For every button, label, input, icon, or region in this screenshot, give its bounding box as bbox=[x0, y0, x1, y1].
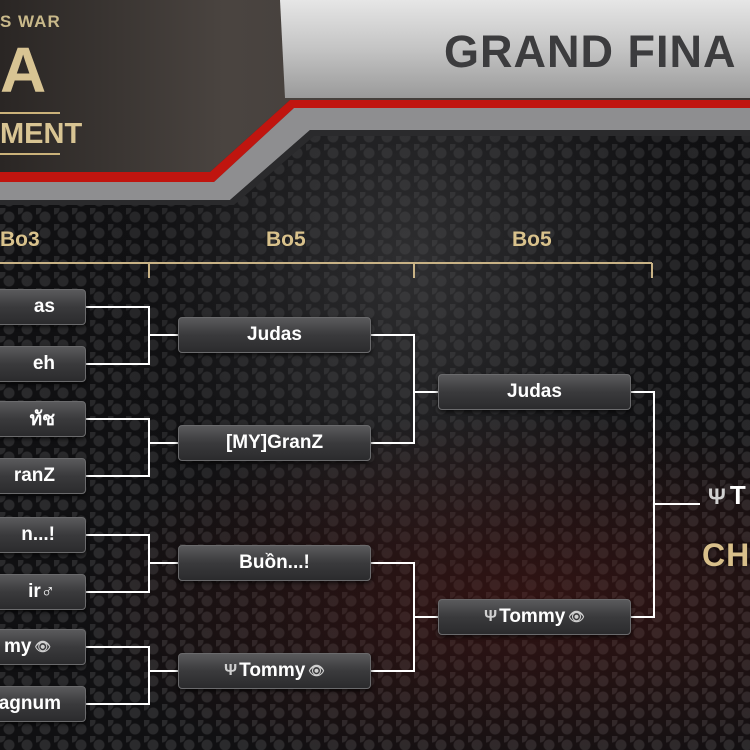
winged-emblem-icon: Ψ bbox=[708, 484, 726, 509]
player-name: Judas bbox=[247, 324, 302, 345]
player-name: agnum bbox=[0, 693, 61, 714]
player-name: ir♂ bbox=[28, 581, 55, 602]
page-title: GRAND FINA bbox=[444, 26, 737, 77]
player-name: Buồn...! bbox=[239, 552, 310, 573]
champion-name-text: T bbox=[729, 480, 746, 510]
eye-icon: 👁 bbox=[34, 639, 51, 654]
header-plate bbox=[0, 0, 750, 205]
round1-player-1[interactable]: as bbox=[0, 289, 86, 325]
winged-emblem-icon: Ψ bbox=[224, 662, 238, 679]
player-name: [MY]GranZ bbox=[225, 432, 324, 453]
player-name: ranZ bbox=[13, 465, 55, 486]
logo-bottom-text: MENT bbox=[0, 118, 83, 150]
round1-player-2[interactable]: eh bbox=[0, 346, 86, 382]
champion-label: CH bbox=[702, 537, 750, 573]
player-name: ทัช bbox=[29, 409, 55, 430]
winged-emblem-icon: Ψ bbox=[484, 608, 498, 625]
logo-top-text: S WAR bbox=[0, 12, 61, 31]
logo-divider bbox=[0, 112, 60, 114]
player-name: n...! bbox=[21, 524, 55, 545]
player-name: Tommy bbox=[499, 606, 566, 627]
logo-big-text: A bbox=[0, 34, 49, 106]
round-header-2: Bo5 bbox=[266, 228, 306, 251]
player-name: my bbox=[4, 636, 32, 657]
round-header-3: Bo5 bbox=[512, 228, 552, 251]
background-glow bbox=[0, 380, 750, 750]
header-banner: S WAR A MENT GRAND FINA bbox=[0, 0, 750, 205]
eye-icon: 👁 bbox=[308, 663, 325, 678]
round-header-1: Bo3 bbox=[0, 228, 40, 251]
player-name: Tommy bbox=[239, 660, 306, 681]
round2-player-2[interactable]: [MY]GranZ bbox=[178, 425, 371, 461]
player-name: as bbox=[33, 296, 55, 317]
round1-player-7[interactable]: my👁 bbox=[0, 629, 86, 665]
round3-player-1[interactable]: Judas bbox=[438, 374, 631, 410]
round1-player-4[interactable]: ranZ bbox=[0, 458, 86, 494]
eye-icon: 👁 bbox=[568, 609, 585, 624]
round2-player-1[interactable]: Judas bbox=[178, 317, 371, 353]
round2-player-3[interactable]: Buồn...! bbox=[178, 545, 371, 581]
player-name: Judas bbox=[507, 381, 562, 402]
logo-divider bbox=[0, 153, 60, 155]
round1-player-8[interactable]: agnum bbox=[0, 686, 86, 722]
round1-player-3[interactable]: ทัช bbox=[0, 401, 86, 437]
round1-player-5[interactable]: n...! bbox=[0, 517, 86, 553]
player-name: eh bbox=[32, 353, 55, 374]
round1-player-6[interactable]: ir♂ bbox=[0, 574, 86, 610]
